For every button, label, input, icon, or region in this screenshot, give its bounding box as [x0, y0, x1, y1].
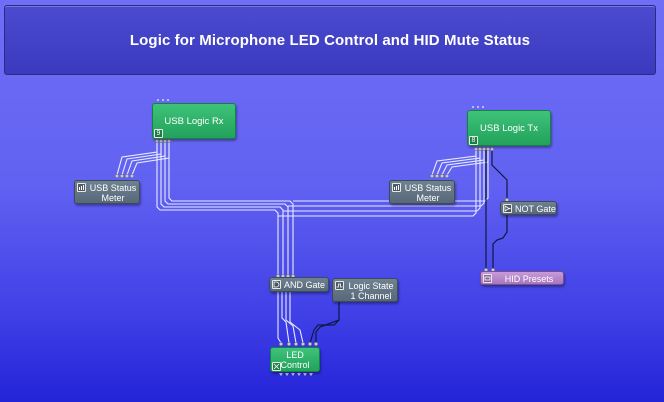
- usb-logic-tx-block[interactable]: USB Logic Tx 8: [467, 106, 551, 146]
- and-gate-icon: [272, 280, 281, 289]
- usb-status-meter-right-block[interactable]: USB Status Meter: [389, 180, 455, 204]
- diagram-title: Logic for Microphone LED Control and HID…: [129, 31, 531, 49]
- led-control-label: LED Control: [280, 350, 310, 370]
- usb-logic-tx-badge: 8: [471, 136, 476, 144]
- hid-presets-label: HID Presets: [504, 274, 554, 284]
- led-output-ports: [279, 373, 313, 376]
- not-gate-label: NOT Gate: [515, 204, 556, 214]
- usb-status-meter-left-block[interactable]: USB Status Meter: [74, 180, 140, 204]
- and-gate-block[interactable]: AND Gate: [269, 277, 329, 292]
- logic-state-block[interactable]: Logic State 1 Channel: [332, 278, 398, 302]
- diagram-title-bar: Logic for Microphone LED Control and HID…: [4, 5, 656, 75]
- not-gate-block[interactable]: NOT Gate: [500, 201, 557, 215]
- usb-logic-rx-badge: 9: [156, 129, 161, 137]
- block-id-badge: 9: [154, 129, 163, 138]
- usb-logic-rx-block[interactable]: USB Logic Rx 9: [152, 99, 236, 139]
- wire-logic-state-to-led: [309, 302, 340, 344]
- and-gate-label: AND Gate: [284, 280, 326, 290]
- wire-tx-to-meter-right: [431, 148, 489, 176]
- led-control-block[interactable]: LED Control: [270, 347, 320, 372]
- meter-icon: [77, 183, 86, 192]
- usb-status-meter-right-label: USB Status Meter: [404, 183, 452, 203]
- port-nubs: [114, 138, 510, 347]
- usb-logic-rx-label: USB Logic Rx: [164, 116, 224, 127]
- not-gate-icon: [503, 204, 512, 213]
- block-id-badge: 8: [469, 136, 478, 145]
- logic-state-icon: [335, 281, 344, 290]
- wire-not-gate-to-hid: [492, 215, 508, 270]
- hid-presets-block[interactable]: HID Presets: [480, 271, 564, 285]
- wire-and-to-led: [277, 292, 304, 344]
- logic-state-label: Logic State 1 Channel: [348, 281, 394, 301]
- led-icon: [272, 362, 281, 371]
- hid-icon: [483, 274, 492, 283]
- wire-logic-state-to-led-2: [315, 319, 340, 343]
- wire-tx-to-not-gate: [491, 148, 508, 200]
- input-port-dots: [472, 106, 484, 108]
- input-port-dots: [157, 99, 169, 101]
- wire-rx-to-and-gate: [156, 140, 294, 275]
- meter-icon: [392, 183, 401, 192]
- usb-logic-tx-label: USB Logic Tx: [480, 123, 538, 134]
- usb-status-meter-left-label: USB Status Meter: [89, 183, 137, 203]
